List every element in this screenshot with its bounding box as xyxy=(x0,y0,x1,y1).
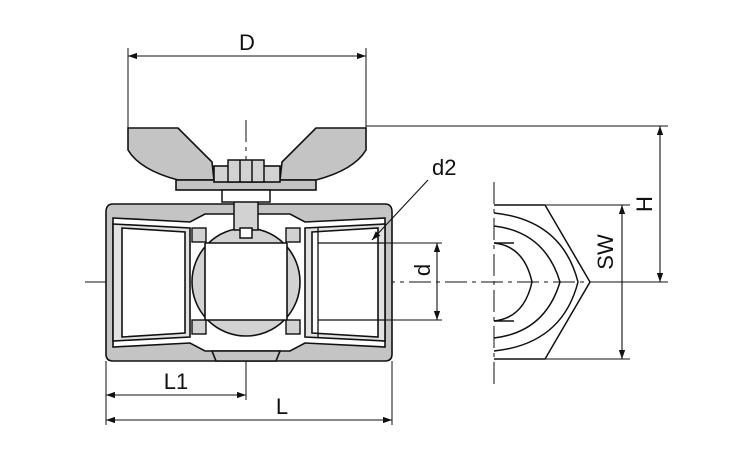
body-bottom-neck xyxy=(210,350,282,362)
stem xyxy=(233,199,259,239)
bore-lines xyxy=(317,228,385,337)
hex-inner-1 xyxy=(493,212,579,352)
stem-nut xyxy=(221,159,271,203)
label-D: D xyxy=(239,30,255,55)
hex-bore xyxy=(493,242,533,322)
ball xyxy=(191,227,301,337)
label-d: d xyxy=(410,264,435,276)
dimension-lines xyxy=(106,52,664,424)
label-H: H xyxy=(632,196,657,212)
hex-inner-2 xyxy=(493,225,561,339)
label-d2: d2 xyxy=(432,155,456,180)
handle-wing-right xyxy=(279,127,367,181)
dim-d2-leader xyxy=(371,179,429,241)
label-L1: L1 xyxy=(164,369,188,394)
label-L: L xyxy=(276,394,288,419)
handle-wing-left xyxy=(127,127,215,181)
label-SW: SW xyxy=(593,234,618,270)
ball-seats xyxy=(191,227,301,335)
